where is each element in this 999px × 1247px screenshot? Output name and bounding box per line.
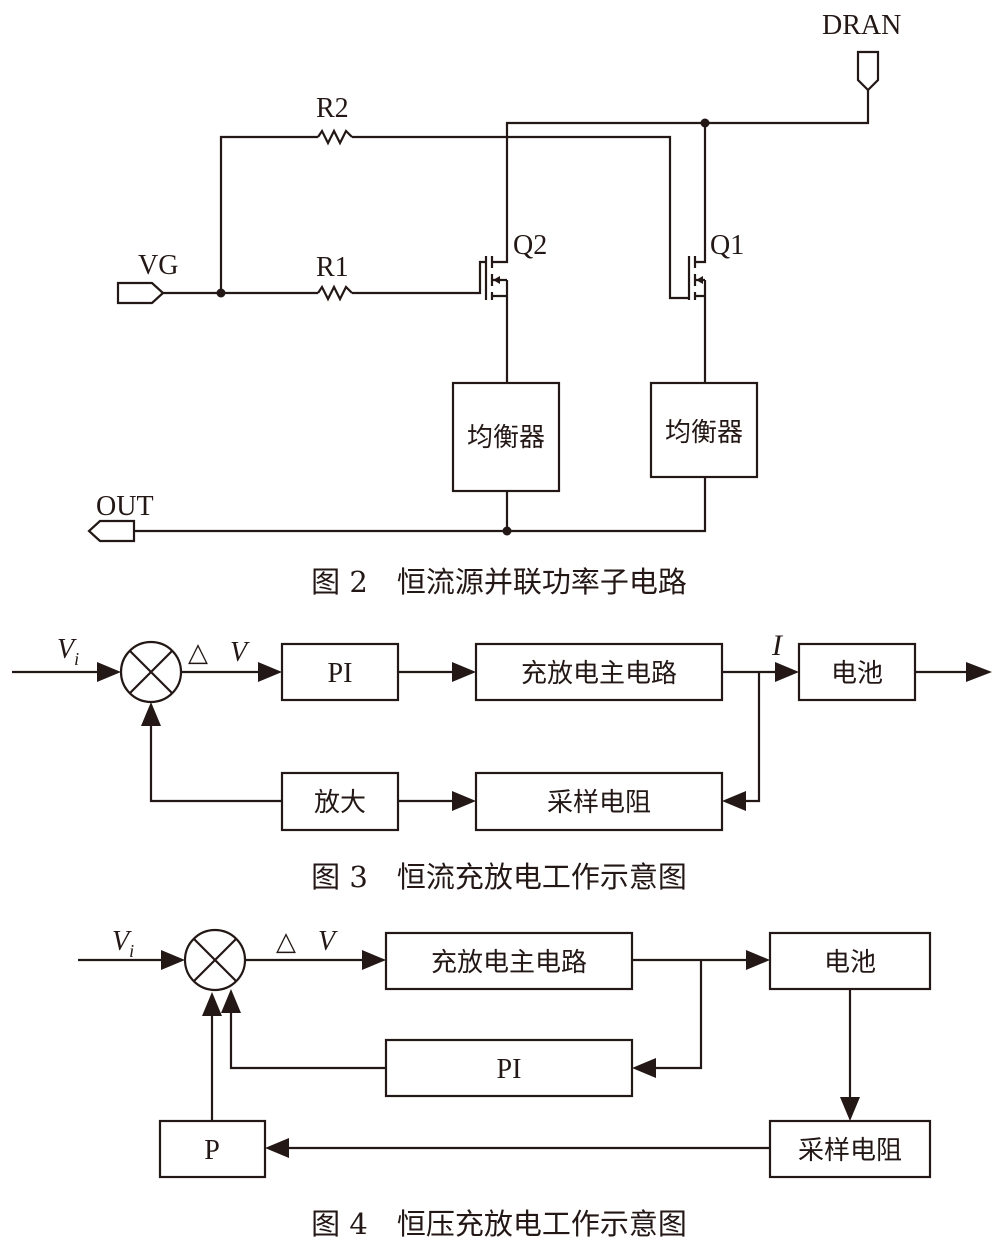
feedback-return-wire xyxy=(149,724,282,803)
mosfet-q2 xyxy=(484,256,509,300)
resistor-r2 xyxy=(317,128,353,146)
figure-2-circuit: DRAN R2 VG R1 Q2 xyxy=(87,10,901,599)
p-block xyxy=(158,1119,267,1179)
figure-3-block-diagram: Vi △ V PI 充放电主电路 I 电池 采样电阻 放大 xyxy=(12,629,992,894)
battery-block-f4 xyxy=(768,931,932,991)
amplifier-block xyxy=(280,771,400,832)
sense-resistor-label-f4: 采样电阻 xyxy=(798,1136,902,1166)
balancer-left-label: 均衡器 xyxy=(467,423,545,453)
r2-to-q1-gate-wire xyxy=(352,135,689,300)
svg-text:Vi: Vi xyxy=(112,926,134,961)
vi-input-label: V xyxy=(57,634,77,665)
vg-terminal xyxy=(116,281,165,305)
svg-text:Vi: Vi xyxy=(57,634,79,669)
vg-junction xyxy=(216,288,226,298)
battery-block xyxy=(797,642,917,702)
out-junction xyxy=(502,526,512,536)
vi-input-arrow xyxy=(97,662,121,682)
amplifier-label: 放大 xyxy=(314,788,366,818)
pi-block-label: PI xyxy=(328,658,353,689)
q1-label: Q1 xyxy=(710,230,744,261)
delta-symbol: △ xyxy=(188,638,208,667)
main-circuit-block-f4 xyxy=(384,931,634,991)
balancer-right-label: 均衡器 xyxy=(665,418,743,448)
delta-v-label-f4: V xyxy=(318,926,338,957)
sense-resistor-block xyxy=(474,771,724,832)
vg-label: VG xyxy=(138,250,178,281)
r1-label: R1 xyxy=(316,252,349,283)
main-circuit-label-f4: 充放电主电路 xyxy=(431,948,587,978)
balancer-left-box xyxy=(451,381,561,493)
resistor-r1 xyxy=(317,284,353,302)
figure-4-block-diagram: Vi △ V 充放电主电路 电池 PI 采样电阻 P xyxy=(78,926,932,1241)
r2-label: R2 xyxy=(316,93,349,124)
vi-input-subscript-f4: i xyxy=(129,941,134,961)
battery-label: 电池 xyxy=(831,659,883,689)
output-arrow xyxy=(966,662,992,682)
out-terminal xyxy=(87,519,136,543)
drain-bus-wire xyxy=(505,90,870,258)
q2-label: Q2 xyxy=(513,230,547,261)
vi-input-label-f4: V xyxy=(112,926,132,957)
dran-terminal xyxy=(856,50,880,92)
sense-resistor-block-f4 xyxy=(768,1119,932,1179)
figure-3-caption: 图 3 恒流充放电工作示意图 xyxy=(311,860,687,894)
mosfet-q1 xyxy=(687,256,707,300)
summing-junction xyxy=(119,640,183,704)
figure-4-caption: 图 4 恒压充放电工作示意图 xyxy=(311,1207,687,1241)
current-i-label: I xyxy=(771,629,784,662)
delta-symbol-f4: △ xyxy=(276,927,296,956)
r1-to-q2-gate-wire xyxy=(352,260,486,295)
pi-block-label-f4: PI xyxy=(497,1054,522,1085)
battery-label-f4: 电池 xyxy=(824,948,876,978)
feedback-tap-wire xyxy=(742,672,761,803)
balancer-right-box xyxy=(649,381,759,479)
r2-wire-left xyxy=(219,135,318,293)
main-circuit-label: 充放电主电路 xyxy=(521,659,677,689)
figure-2-caption: 图 2 恒流源并联功率子电路 xyxy=(311,565,687,599)
sense-resistor-label: 采样电阻 xyxy=(547,788,651,818)
out-label: OUT xyxy=(96,491,154,522)
vi-input-subscript: i xyxy=(74,649,79,669)
p-block-label: P xyxy=(204,1135,220,1166)
delta-v-label: V xyxy=(230,637,250,668)
dran-label: DRAN xyxy=(822,10,901,41)
pi-block-f4 xyxy=(384,1038,634,1098)
summing-junction-f4 xyxy=(183,928,247,992)
out-bus-wire xyxy=(134,477,707,533)
